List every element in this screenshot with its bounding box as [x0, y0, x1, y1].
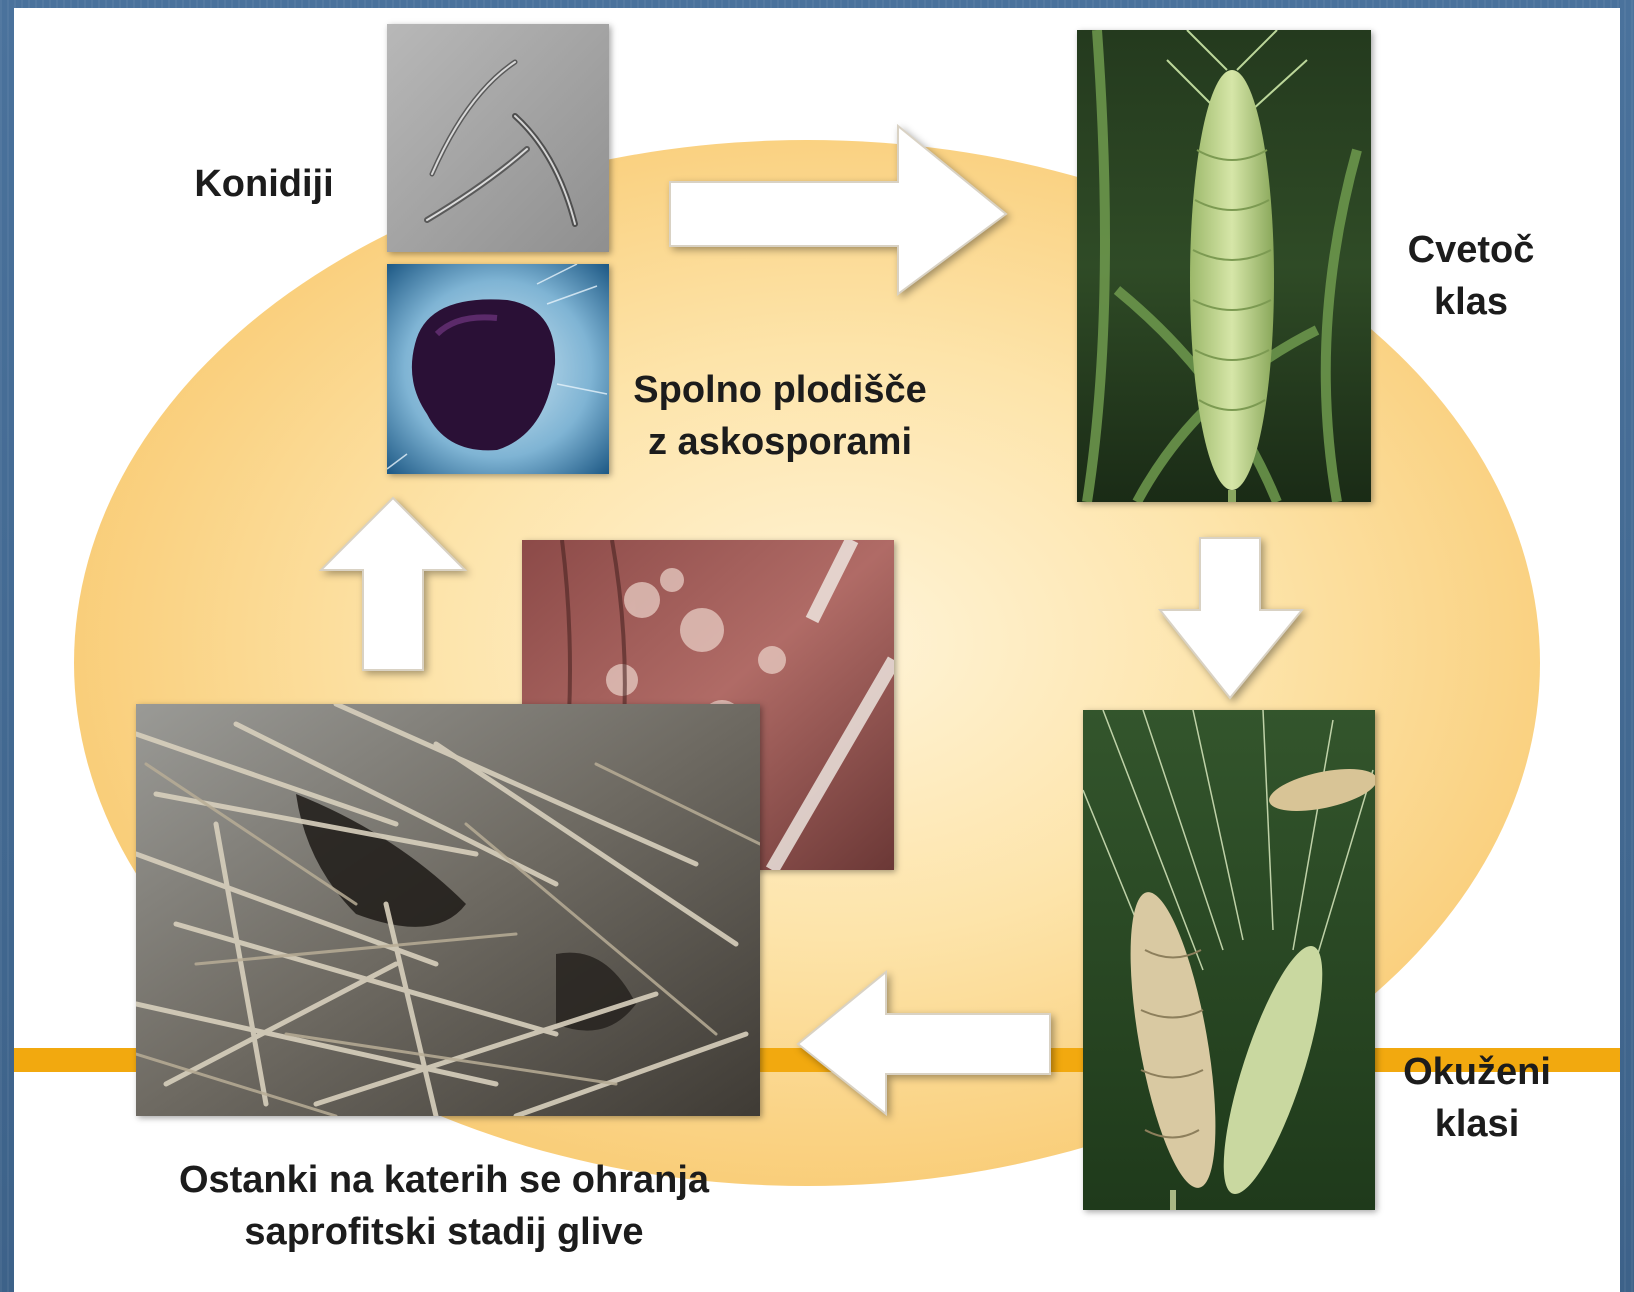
residue-label-line-2: saprofitski stadij glive	[134, 1206, 754, 1258]
arrow-right-icon	[666, 118, 1010, 298]
conidia-label-text: Konidiji	[164, 158, 364, 210]
residue-label-line-1: Ostanki na katerih se ohranja	[134, 1154, 754, 1206]
flowering-spike-photo	[1077, 30, 1371, 502]
infected-spikes-label: Okuženi klasi	[1382, 1046, 1572, 1150]
flowering-spike-label: Cvetoč klas	[1376, 224, 1566, 328]
ascocarp-label-line-1: Spolno plodišče	[600, 364, 960, 416]
infected-spikes-label-line-2: klasi	[1382, 1098, 1572, 1150]
flowering-spike-label-line-2: klas	[1376, 276, 1566, 328]
ascocarp-photo	[387, 264, 609, 474]
conidia-label: Konidiji	[164, 158, 364, 210]
flowering-spike-label-line-1: Cvetoč	[1376, 224, 1566, 276]
infected-spikes-label-line-1: Okuženi	[1382, 1046, 1572, 1098]
residue-label: Ostanki na katerih se ohranja saprofitsk…	[134, 1154, 754, 1258]
conidia-photo	[387, 24, 609, 252]
arrow-left-icon	[794, 968, 1054, 1118]
arrow-up-icon	[317, 494, 469, 674]
residue-field-photo	[136, 704, 760, 1116]
arrow-down-icon	[1156, 534, 1306, 702]
life-cycle-diagram: Konidiji Spolno plodišče z askosporami C…	[14, 8, 1620, 1292]
ascocarp-label: Spolno plodišče z askosporami	[600, 364, 960, 468]
ascocarp-label-line-2: z askosporami	[600, 416, 960, 468]
infected-spikes-photo	[1083, 710, 1375, 1210]
